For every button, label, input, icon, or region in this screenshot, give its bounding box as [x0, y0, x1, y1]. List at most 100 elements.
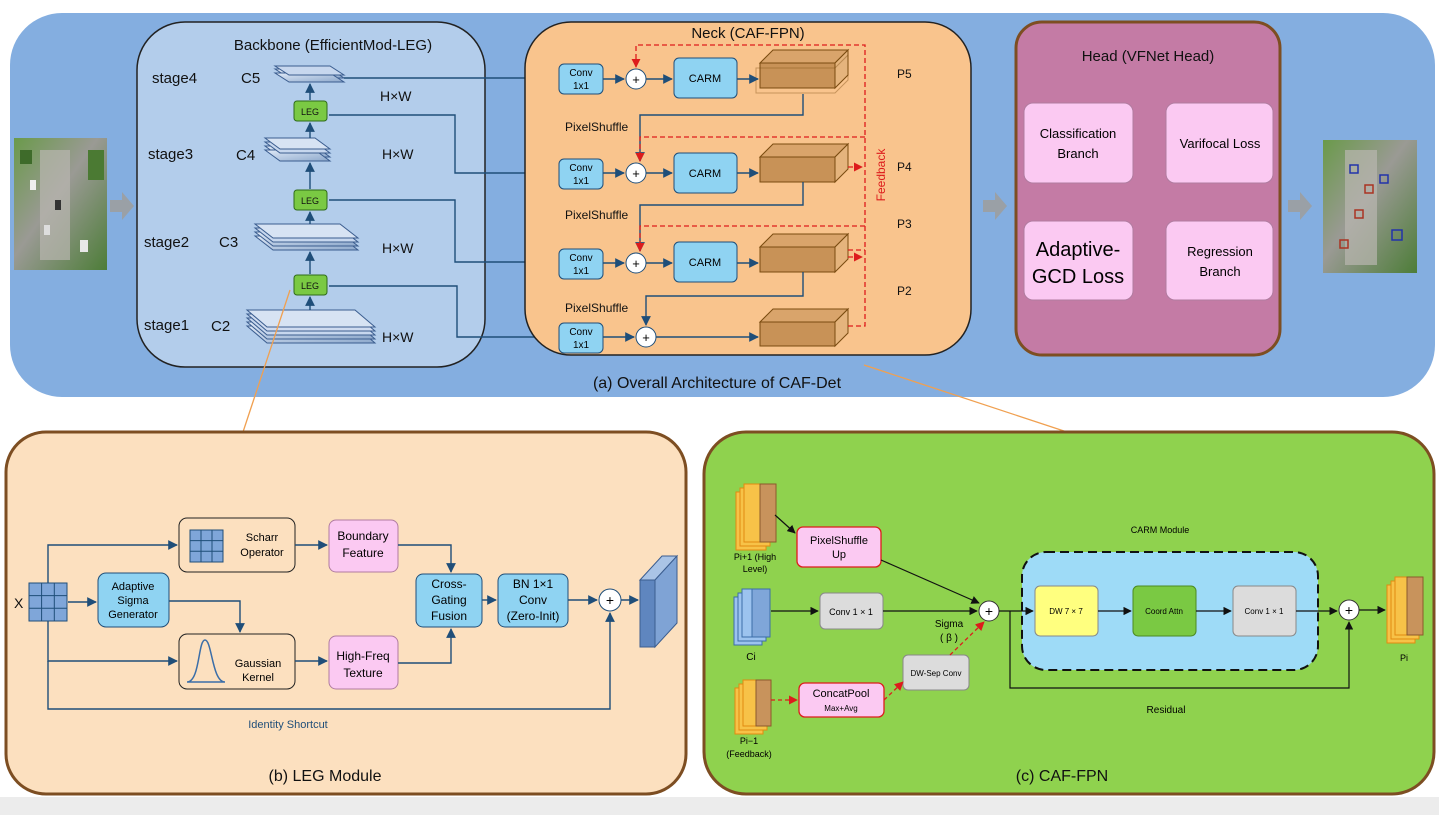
svg-text:Branch: Branch: [1057, 146, 1098, 161]
svg-text:1x1: 1x1: [573, 176, 590, 187]
head-box: Head (VFNet Head): [1014, 20, 1282, 357]
c2-feature-layers: [245, 309, 377, 344]
c5-feature-layers: [273, 65, 346, 83]
svg-text:Texture: Texture: [343, 666, 383, 680]
neck-row-p3: Conv 1x1 + CARM P3: [558, 217, 912, 283]
svg-text:CARM: CARM: [689, 168, 721, 180]
svg-text:CARM: CARM: [689, 257, 721, 269]
neck-row-p4: Conv 1x1 + CARM P4: [558, 142, 912, 194]
svg-text:Conv: Conv: [569, 68, 592, 79]
scharr-operator: Scharr Operator: [178, 517, 296, 573]
svg-text:(Zero-Init): (Zero-Init): [507, 609, 560, 623]
stage1-label: stage1: [144, 317, 189, 334]
svg-text:Conv 1 × 1: Conv 1 × 1: [1245, 607, 1284, 616]
stage2-label: stage2: [144, 234, 189, 251]
svg-text:Conv 1 × 1: Conv 1 × 1: [829, 607, 873, 617]
svg-text:Varifocal Loss: Varifocal Loss: [1180, 136, 1261, 151]
leg-x-label: X: [14, 595, 24, 611]
svg-text:Sigma: Sigma: [117, 595, 149, 607]
svg-text:DW-Sep Conv: DW-Sep Conv: [911, 669, 962, 678]
svg-text:Boundary: Boundary: [337, 529, 388, 543]
leg-block-3: LEG: [293, 100, 328, 122]
cross-gating-fusion: Cross- Gating Fusion: [415, 573, 483, 628]
c3-label: C3: [219, 234, 238, 251]
svg-text:CARM: CARM: [689, 73, 721, 85]
caf-caption: (c) CAF-FPN: [1016, 768, 1108, 785]
svg-text:(Feedback): (Feedback): [726, 749, 772, 759]
svg-text:P3: P3: [897, 217, 912, 231]
beta-label: ( β ): [940, 633, 958, 644]
svg-text:Level): Level): [743, 564, 768, 574]
coord-attn-block: Coord Attn: [1132, 585, 1197, 637]
pixelshuffle-up: PixelShuffle Up: [796, 526, 882, 568]
svg-text:High-Freq: High-Freq: [336, 649, 389, 663]
svg-text:Ci: Ci: [746, 652, 755, 663]
neck-arrows: [603, 74, 804, 342]
svg-text:Operator: Operator: [240, 547, 284, 559]
svg-text:P4: P4: [897, 160, 912, 174]
leg-output-feature: [638, 554, 679, 649]
caf-arrows: [771, 514, 1386, 689]
zoom-connectors: [242, 289, 1068, 433]
svg-text:Pi+1 (High: Pi+1 (High: [734, 552, 776, 562]
carm-conv1x1-block: Conv 1 × 1: [1232, 585, 1297, 637]
svg-text:Fusion: Fusion: [431, 609, 467, 623]
classification-branch: Classification Branch: [1023, 102, 1134, 184]
c2-label: C2: [211, 318, 230, 335]
svg-text:Regression: Regression: [1187, 244, 1253, 259]
svg-text:Conv: Conv: [569, 163, 592, 174]
svg-text:Gaussian: Gaussian: [235, 658, 281, 670]
svg-text:Classification: Classification: [1040, 126, 1117, 141]
svg-text:Cross-: Cross-: [431, 577, 466, 591]
leg-arrows: [47, 540, 639, 710]
leg-block-1: LEG: [293, 274, 328, 296]
leg-block-2: LEG: [293, 189, 328, 211]
stage2-dim: H×W: [382, 240, 414, 256]
svg-text:DW 7 × 7: DW 7 × 7: [1049, 607, 1083, 616]
svg-text:+: +: [1345, 602, 1353, 618]
residual-label: Residual: [1147, 705, 1186, 716]
c5-label: C5: [241, 70, 260, 87]
svg-text:LEG: LEG: [301, 281, 319, 291]
output-image: [1323, 140, 1417, 273]
feedback-label: Feedback: [874, 148, 888, 202]
c4-label: C4: [236, 147, 255, 164]
svg-text:P5: P5: [897, 67, 912, 81]
overall-architecture-panel: (a) Overall Architecture of CAF-Det: [10, 13, 1435, 397]
pi-output-feature: [1386, 576, 1424, 644]
svg-text:GCD Loss: GCD Loss: [1032, 266, 1124, 288]
grid-input-icon: [28, 582, 68, 622]
overall-caption: (a) Overall Architecture of CAF-Det: [593, 375, 842, 392]
caf-conv1x1: Conv 1 × 1: [819, 592, 884, 630]
ci-feature: [733, 588, 771, 646]
caf-feedback-arrows: [771, 621, 985, 705]
pixelshuffle-label-1: PixelShuffle: [565, 120, 628, 134]
varifocal-loss: Varifocal Loss: [1165, 102, 1274, 184]
svg-text:+: +: [985, 603, 993, 619]
svg-text:Scharr: Scharr: [246, 532, 279, 544]
svg-text:Adaptive-: Adaptive-: [1036, 239, 1121, 261]
input-image: [14, 138, 107, 270]
stage4-dim: H×W: [380, 88, 412, 104]
stage1-dim: H×W: [382, 329, 414, 345]
leg-caption: (b) LEG Module: [269, 768, 382, 785]
svg-text:+: +: [632, 166, 640, 181]
c3-feature-layers: [253, 223, 360, 251]
carm-title: CARM Module: [1131, 525, 1190, 535]
svg-text:Feature: Feature: [342, 546, 384, 560]
svg-text:Max+Avg: Max+Avg: [824, 704, 857, 713]
identity-shortcut-label: Identity Shortcut: [248, 719, 328, 731]
caf-fpn-panel: (c) CAF-FPN Pi+1 (High Level) PixelShuff…: [702, 430, 1436, 796]
svg-text:Kernel: Kernel: [242, 672, 274, 684]
svg-text:+: +: [632, 256, 640, 271]
svg-text:BN 1×1: BN 1×1: [513, 577, 554, 591]
pi-minus-1-feature: [734, 679, 772, 735]
svg-text:+: +: [632, 72, 640, 87]
pi-plus-1-feature: [735, 483, 777, 551]
svg-text:1x1: 1x1: [573, 81, 590, 92]
svg-text:+: +: [606, 592, 614, 608]
neck-title: Neck (CAF-FPN): [691, 25, 804, 42]
svg-text:1x1: 1x1: [573, 340, 590, 351]
pixelshuffle-label-3: PixelShuffle: [565, 301, 628, 315]
stage3-dim: H×W: [382, 146, 414, 162]
